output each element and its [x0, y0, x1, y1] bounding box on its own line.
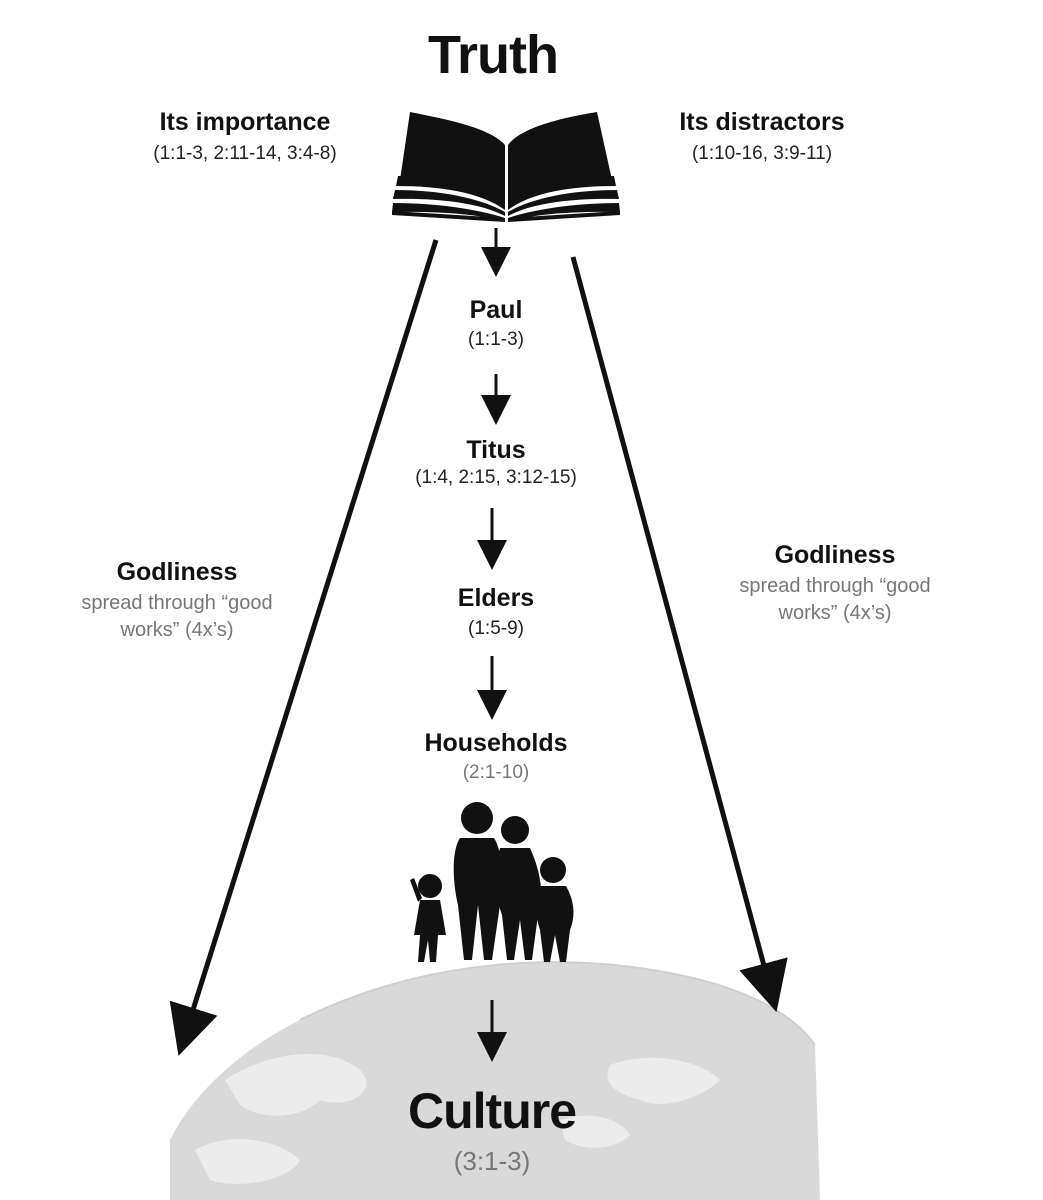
culture-label: Culture: [408, 1083, 577, 1139]
arrow-truth-culture-right: [570, 256, 788, 1013]
chain-label-paul: Paul: [469, 296, 523, 324]
chain-refs-households: (2:1-10): [462, 762, 530, 783]
chain-label-titus: Titus: [466, 436, 526, 464]
godliness-left-text: spread through “good works” (4x’s): [81, 592, 273, 641]
distractors-heading: Its distractors: [679, 108, 845, 136]
chain-refs-paul: (1:1-3): [468, 329, 524, 350]
chain-label-households: Households: [424, 729, 568, 757]
importance-refs: (1:1-3, 2:11-14, 3:4-8): [153, 143, 337, 164]
godliness-left-heading: Godliness: [116, 558, 238, 586]
arrow-truth-culture-left: [169, 239, 439, 1056]
distractors-refs: (1:10-16, 3:9-11): [691, 143, 833, 164]
title-truth: Truth: [428, 25, 559, 85]
godliness-right-heading: Godliness: [774, 541, 896, 569]
importance-heading: Its importance: [159, 108, 331, 136]
chain-refs-elders: (1:5-9): [468, 618, 524, 639]
chain-label-elders: Elders: [457, 584, 535, 612]
culture-refs: (3:1-3): [453, 1146, 531, 1176]
godliness-right-text: spread through “good works” (4x’s): [739, 575, 931, 624]
chain-refs-titus: (1:4, 2:15, 3:12-15): [415, 467, 577, 488]
